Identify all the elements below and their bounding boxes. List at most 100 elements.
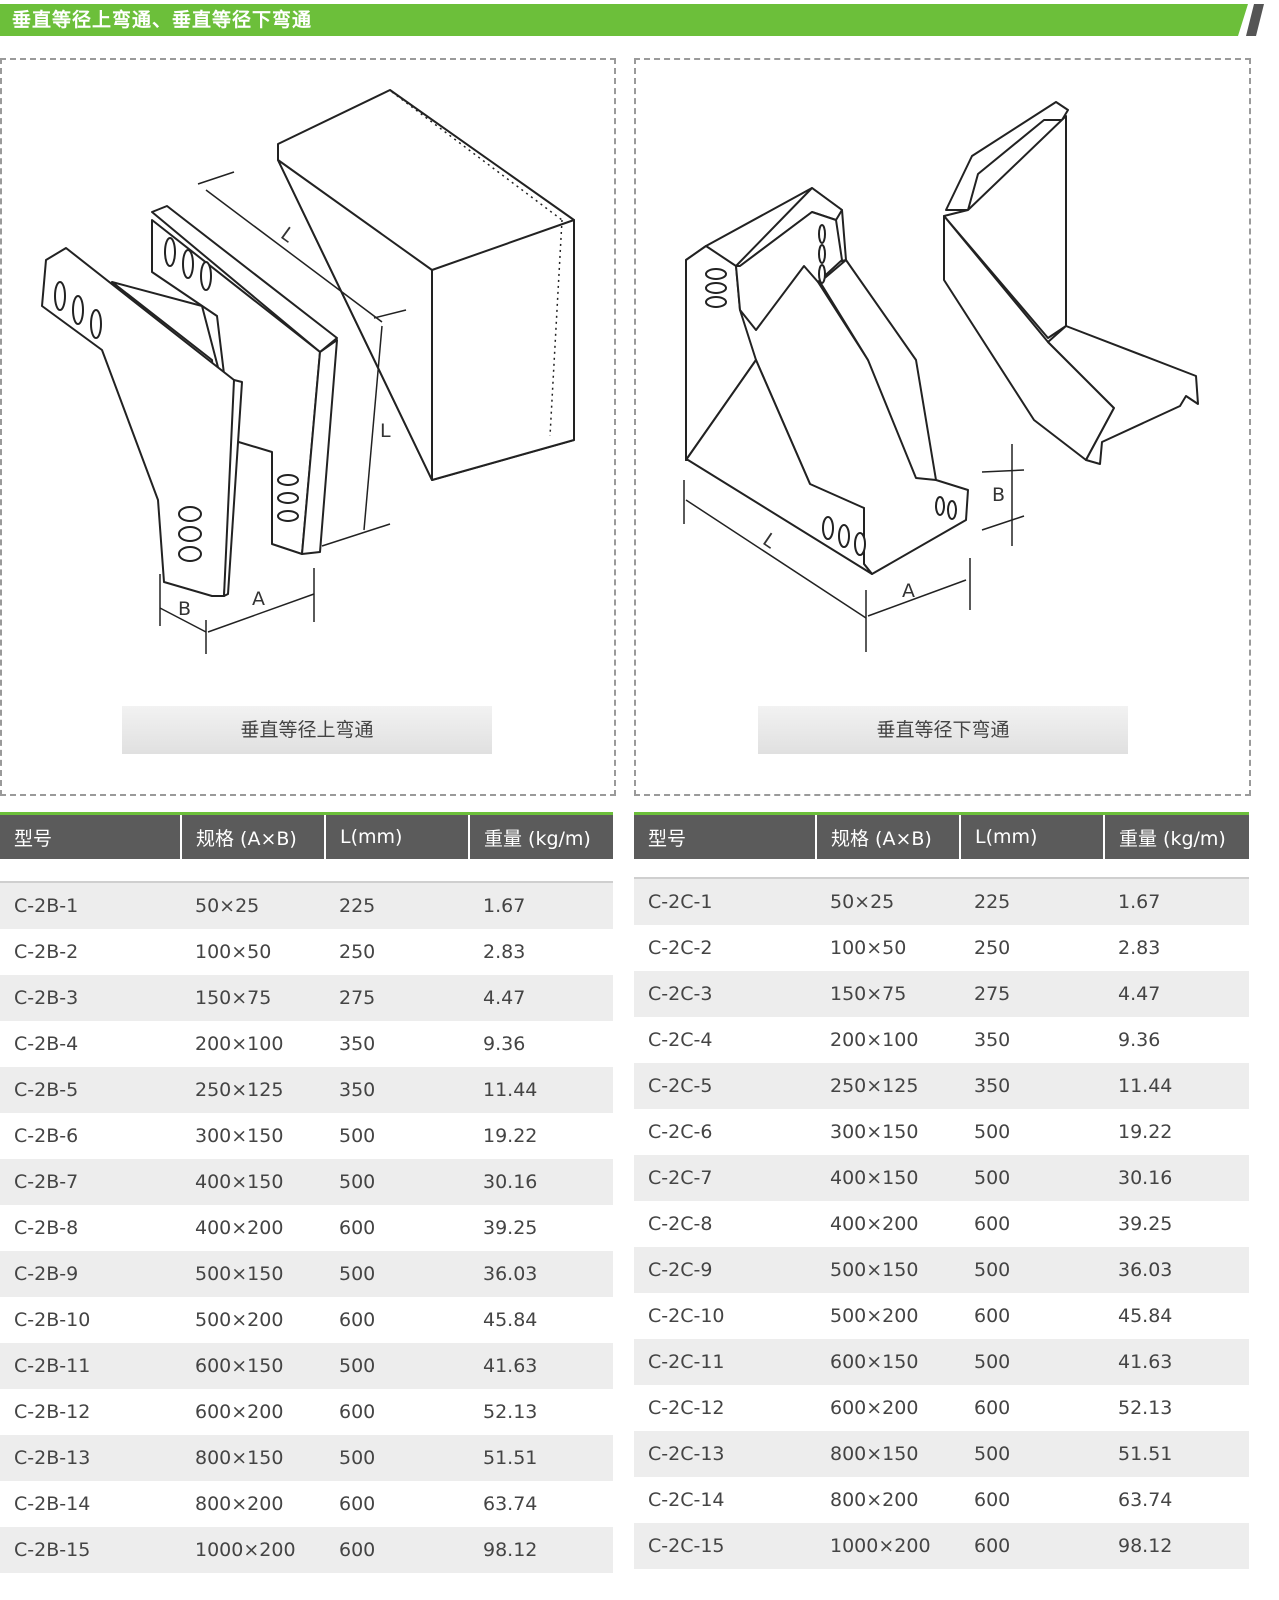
cell-length: 500 (960, 1339, 1104, 1385)
table-header-row: 型号 规格 (A×B) L(mm) 重量 (kg/m) (634, 812, 1249, 859)
cell-length: 600 (339, 1493, 376, 1515)
cell-weight: 98.12 (1104, 1523, 1249, 1569)
cell-spec: 400×150 (816, 1155, 960, 1201)
cell-weight: 98.12 (469, 1527, 613, 1573)
cell-model: C-2C-2 (648, 937, 713, 959)
cell-length: 500 (974, 1121, 1011, 1143)
header-bar (0, 4, 1248, 36)
cell-spec: 600×150 (181, 1343, 325, 1389)
cell-weight: 52.13 (483, 1401, 538, 1423)
cell-model: C-2B-5 (0, 1067, 181, 1113)
dim-label-B: B (992, 484, 1006, 506)
column-header-spec: 规格 (A×B) (181, 812, 326, 859)
cell-spec: 600×200 (195, 1401, 284, 1423)
cell-weight: 36.03 (1104, 1247, 1249, 1293)
dim-label-A: A (902, 580, 915, 602)
cell-model: C-2C-15 (634, 1523, 816, 1569)
cell-length: 600 (339, 1401, 376, 1423)
cell-weight: 63.74 (1118, 1489, 1173, 1511)
cell-length: 500 (325, 1343, 469, 1389)
cell-model: C-2B-8 (14, 1217, 79, 1239)
cell-length: 500 (325, 1435, 469, 1481)
cell-length: 600 (974, 1489, 1011, 1511)
cell-length: 500 (339, 1125, 376, 1147)
cell-spec: 150×75 (181, 975, 325, 1021)
cell-spec: 1000×200 (816, 1523, 960, 1569)
cell-length: 225 (325, 882, 469, 929)
vertical-up-bend-drawing (41, 89, 575, 654)
cell-spec: 500×200 (195, 1309, 284, 1331)
cell-length: 600 (339, 1217, 376, 1239)
cell-weight: 51.51 (469, 1435, 613, 1481)
table-header-row: 型号 规格 (A×B) L(mm) 重量 (kg/m) (0, 812, 613, 859)
section-title: 垂直等径上弯通、垂直等径下弯通 (12, 9, 313, 31)
right-figure-panel: L A B 垂直等径下弯通 (634, 58, 1251, 796)
cell-spec: 800×150 (181, 1435, 325, 1481)
cell-length: 275 (325, 975, 469, 1021)
cell-spec: 1000×200 (181, 1527, 325, 1573)
left-figure-panel: L L B A 垂直等径上弯通 (0, 58, 616, 796)
cell-model: C-2C-10 (648, 1305, 725, 1327)
dim-label-B: B (178, 598, 192, 620)
cell-weight: 30.16 (1104, 1155, 1249, 1201)
cell-length: 250 (339, 941, 376, 963)
cell-weight: 45.84 (1118, 1305, 1173, 1327)
cell-spec: 250×125 (816, 1063, 960, 1109)
cell-weight: 4.47 (1104, 971, 1249, 1017)
cell-weight: 63.74 (483, 1493, 538, 1515)
cell-model: C-2C-8 (648, 1213, 713, 1235)
right-figure-caption: 垂直等径下弯通 (758, 706, 1128, 754)
cell-spec: 800×150 (816, 1431, 960, 1477)
cell-weight: 1.67 (469, 882, 613, 929)
cell-model: C-2C-13 (634, 1431, 816, 1477)
cell-length: 600 (960, 1523, 1104, 1569)
cell-length: 275 (960, 971, 1104, 1017)
cell-length: 600 (325, 1527, 469, 1573)
cell-weight: 45.84 (483, 1309, 538, 1331)
cell-model: C-2C-3 (634, 971, 816, 1017)
cell-weight: 4.47 (469, 975, 613, 1021)
cell-weight: 11.44 (1104, 1063, 1249, 1109)
cell-weight: 52.13 (1118, 1397, 1173, 1419)
cell-spec: 150×75 (816, 971, 960, 1017)
cell-spec: 100×50 (830, 937, 907, 959)
cell-weight: 1.67 (1104, 878, 1249, 925)
cell-model: C-2B-6 (14, 1125, 79, 1147)
cell-model: C-2B-1 (0, 882, 181, 929)
column-header-weight: 重量 (kg/m) (469, 812, 613, 859)
section-header: 垂直等径上弯通、垂直等径下弯通 (0, 0, 1279, 40)
cell-weight: 9.36 (483, 1033, 526, 1055)
cell-weight: 11.44 (469, 1067, 613, 1113)
cell-model: C-2C-9 (634, 1247, 816, 1293)
cell-weight: 51.51 (1104, 1431, 1249, 1477)
column-header-model: 型号 (0, 812, 182, 859)
table-spacer (0, 859, 613, 883)
cell-spec: 600×200 (830, 1397, 919, 1419)
cell-model: C-2B-9 (0, 1251, 181, 1297)
cell-length: 500 (960, 1155, 1104, 1201)
cell-spec: 500×150 (181, 1251, 325, 1297)
column-header-length: L(mm) (325, 812, 470, 859)
cell-model: C-2B-2 (14, 941, 79, 963)
cell-length: 600 (974, 1305, 1011, 1327)
column-header-spec: 规格 (A×B) (816, 812, 961, 859)
cell-weight: 41.63 (469, 1343, 613, 1389)
cell-weight: 19.22 (1118, 1121, 1173, 1143)
cell-spec: 50×25 (181, 882, 325, 929)
